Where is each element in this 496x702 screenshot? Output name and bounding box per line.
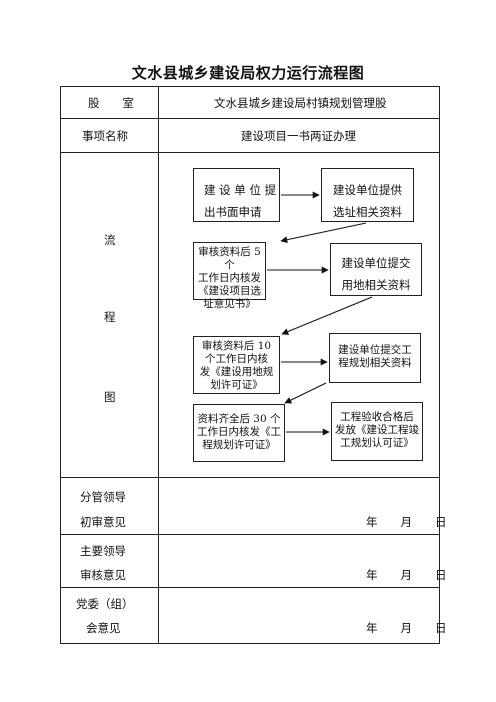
opinion-1-date: 年 月 日	[366, 515, 447, 529]
flow-label-char: 程	[104, 310, 116, 324]
row-divider	[60, 477, 440, 478]
flow-box-apply: 建 设 单 位 提 出书面申请	[193, 168, 280, 222]
flow-label-char: 图	[104, 390, 116, 404]
row-divider	[60, 152, 440, 153]
item-value: 建设项目一书两证办理	[241, 129, 356, 143]
row-divider	[60, 534, 440, 535]
row-divider	[60, 587, 440, 588]
table-border-left	[60, 86, 61, 644]
arrow-diagonal	[281, 296, 373, 335]
arrow-down	[284, 382, 327, 404]
table-border-bottom	[60, 643, 440, 644]
dept-label: 股 室	[88, 96, 134, 110]
opinion-1-label: 初审意见	[80, 515, 126, 529]
flow-box-land-materials: 建设单位提交 用地相关资料	[330, 243, 422, 296]
opinion-2-label: 审核意见	[80, 568, 126, 582]
flow-box-acceptance-cert: 工程验收合格后 发放《建设工程竣 工规划认可证》	[331, 402, 423, 461]
opinion-3-label: 党委（组）	[76, 597, 134, 611]
flow-box-land-permit: 审核资料后 10 个工作日内核 发《建设用地规 划许可证》	[193, 336, 280, 394]
dept-value: 文水县城乡建设局村镇规划管理股	[214, 96, 387, 110]
flow-box-site-materials: 建设单位提供 选址相关资料	[321, 168, 414, 222]
flow-box-project-permit: 资料齐全后 30 个 工作日内核发《工 程规划许可证》	[193, 404, 285, 462]
flow-box-project-materials: 建设单位提交工 程规划相关资料	[329, 333, 421, 383]
opinion-2-label: 主要领导	[80, 544, 126, 558]
table-border-right	[439, 86, 440, 644]
opinion-3-label: 会意见	[86, 621, 121, 635]
row-divider	[60, 118, 440, 119]
page-title: 文水县城乡建设局权力运行流程图	[131, 64, 365, 82]
arrow-diagonal	[280, 222, 367, 244]
flow-box-site-opinion: 审核资料后 5 个 工作日内核发 《建设项目选 址意见书》	[193, 242, 266, 310]
table-border-top	[60, 86, 440, 87]
table-column-divider	[158, 86, 159, 644]
item-label: 事项名称	[82, 129, 128, 143]
opinion-3-date: 年 月 日	[366, 621, 447, 635]
opinion-1-label: 分管领导	[80, 490, 126, 504]
opinion-2-date: 年 月 日	[366, 568, 447, 582]
flow-label-char: 流	[104, 233, 116, 247]
